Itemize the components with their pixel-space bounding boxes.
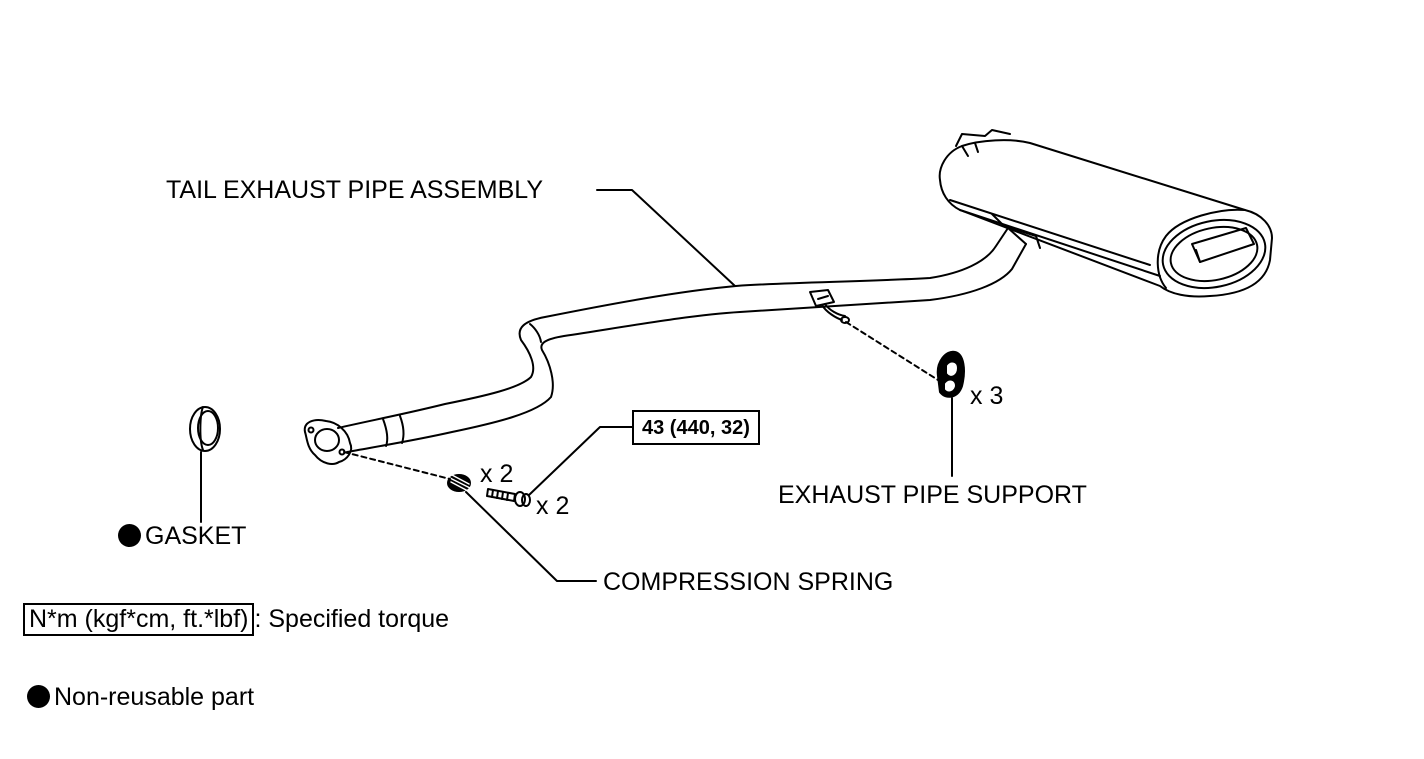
legend-non-reusable: Non-reusable part [27, 685, 254, 710]
muffler [938, 129, 1273, 298]
leader-torque [528, 426, 633, 496]
legend-non-reusable-icon [27, 685, 50, 708]
qty-spring-label: x 2 [480, 460, 514, 488]
bolt-part [486, 488, 531, 507]
exhaust-pipe-support-part [936, 350, 965, 398]
front-flange [303, 419, 353, 465]
label-exhaust-pipe-support: EXHAUST PIPE SUPPORT [778, 481, 1087, 509]
gasket-part [189, 406, 221, 452]
leader-spring [465, 491, 597, 582]
compression-spring-part [447, 474, 471, 492]
legend-non-reusable-text: Non-reusable part [54, 683, 255, 711]
qty-bolt-label: x 2 [536, 492, 570, 520]
torque-value-box: 43 (440, 32) [632, 410, 760, 445]
tail-exhaust-pipe [337, 227, 1027, 453]
spring-install-line [343, 451, 451, 480]
pipe-hanger-bracket [809, 289, 850, 324]
label-compression-spring: COMPRESSION SPRING [603, 568, 894, 596]
label-tail-exhaust-pipe-assembly: TAIL EXHAUST PIPE ASSEMBLY [166, 176, 543, 204]
non-reusable-marker-icon [118, 524, 141, 547]
legend-torque-desc: : Specified torque [254, 605, 450, 633]
hanger-install-line [845, 321, 939, 381]
legend-torque: N*m (kgf*cm, ft.*lbf): Specified torque [23, 603, 449, 636]
gasket-text: GASKET [145, 522, 247, 550]
qty-support-label: x 3 [970, 382, 1004, 410]
label-gasket: GASKET [118, 524, 246, 549]
leader-tail-pipe [596, 189, 736, 287]
legend-torque-unit-box: N*m (kgf*cm, ft.*lbf) [23, 603, 255, 636]
